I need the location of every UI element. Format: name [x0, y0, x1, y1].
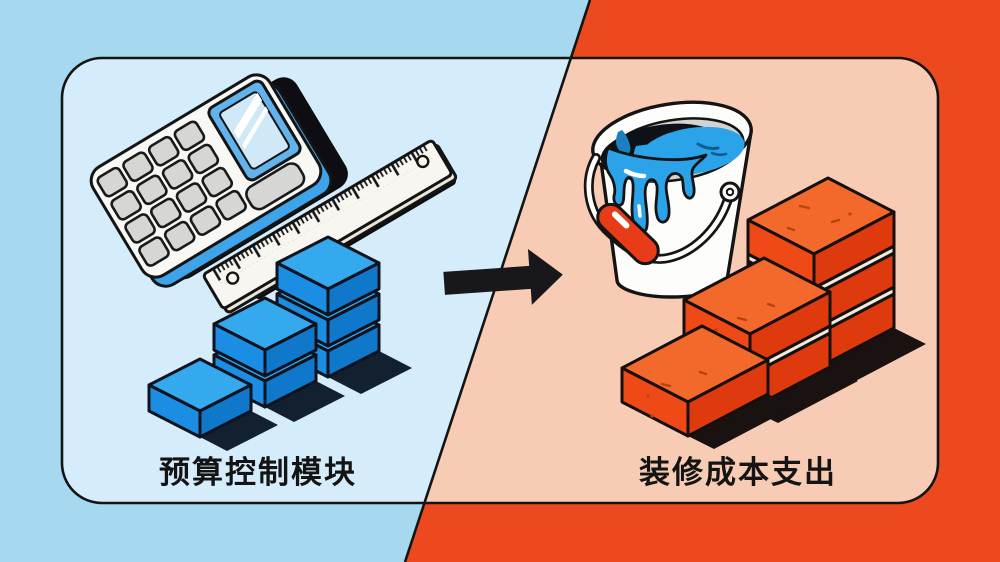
handle-grip [596, 202, 660, 266]
brick-speckles [646, 370, 708, 418]
paint-drips [604, 146, 708, 234]
ruler-tick-marks [211, 143, 434, 284]
paint-highlight-streak [696, 142, 720, 150]
ruler-hole-right [416, 154, 430, 169]
drip-highlight [623, 168, 647, 179]
block-stack-3-shadow [328, 351, 412, 394]
ruler-hole-left [225, 271, 240, 285]
paint-inner-streak [616, 130, 631, 155]
right-section-label: 装修成本支出 [639, 455, 837, 490]
block-stack-2-shadow [265, 381, 345, 422]
calculator-screen [207, 79, 302, 182]
left-section-label: 预算控制模块 [159, 455, 357, 490]
brick-stack-3-shadow [814, 328, 926, 386]
panel-border [60, 56, 940, 505]
calculator-icon [89, 73, 348, 288]
brick-stairs-icon [620, 176, 926, 449]
block-stack-1-shadow [200, 411, 278, 451]
flow-arrow [443, 248, 563, 305]
ruler-icon [202, 139, 458, 314]
drip-highlight-2 [637, 204, 642, 218]
paint-highlight-streak-2 [710, 151, 728, 157]
brick-speckles [714, 302, 776, 332]
paint-bucket-icon [583, 100, 753, 299]
brick-stack-1-shadow [688, 394, 794, 449]
calculator-keys [96, 120, 306, 267]
brick-stack-1 [620, 324, 794, 449]
block-stack-1 [147, 357, 278, 451]
block-stairs-icon [147, 235, 412, 451]
handle-knob-center [725, 187, 735, 197]
block-stack-3 [275, 235, 412, 394]
